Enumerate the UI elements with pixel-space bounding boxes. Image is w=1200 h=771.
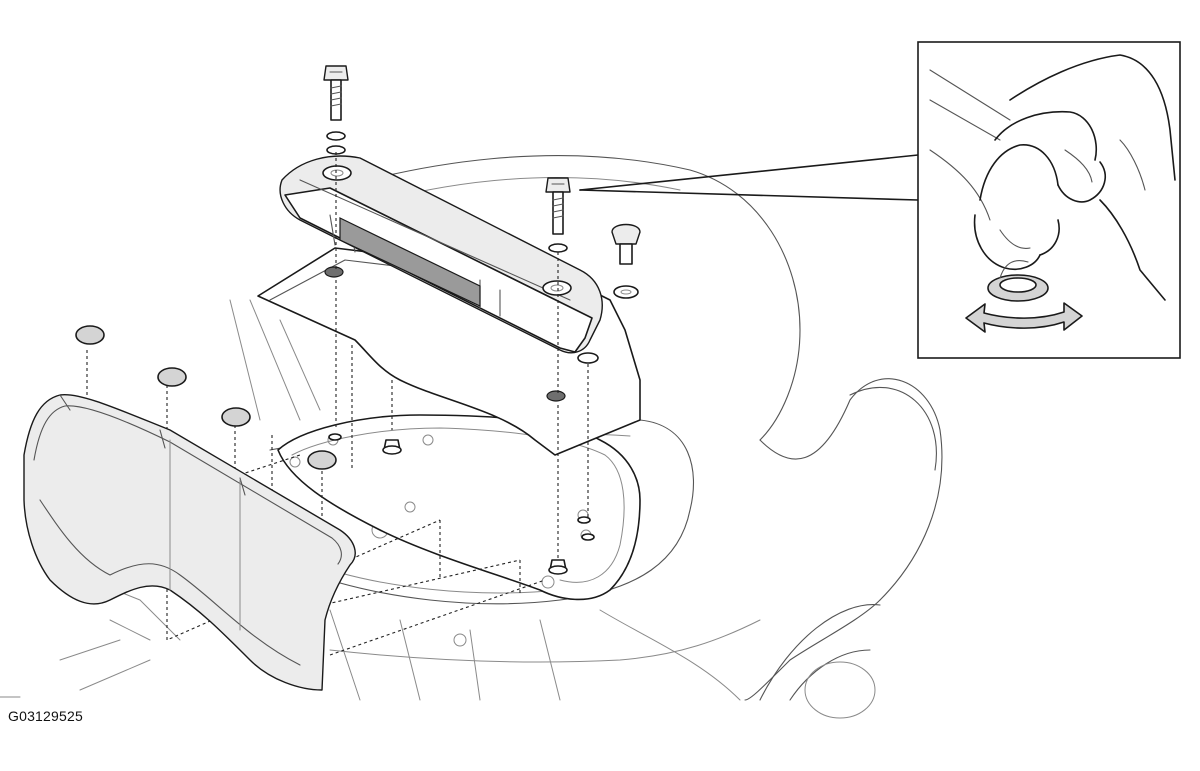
detail-inset-hand-turning-clip <box>917 41 1181 359</box>
panel-fasteners <box>328 433 595 575</box>
bolt-right <box>545 177 571 253</box>
detail-callout-lines <box>579 154 919 201</box>
high-mount-brake-light <box>279 155 603 354</box>
push-clip-fastener <box>611 223 641 299</box>
washer-lower <box>577 352 599 364</box>
grommet-plugs <box>75 325 337 470</box>
bolt-left <box>323 65 349 155</box>
figure-code: G03129525 <box>8 708 83 724</box>
trunk-front-trim-panel <box>23 393 356 691</box>
